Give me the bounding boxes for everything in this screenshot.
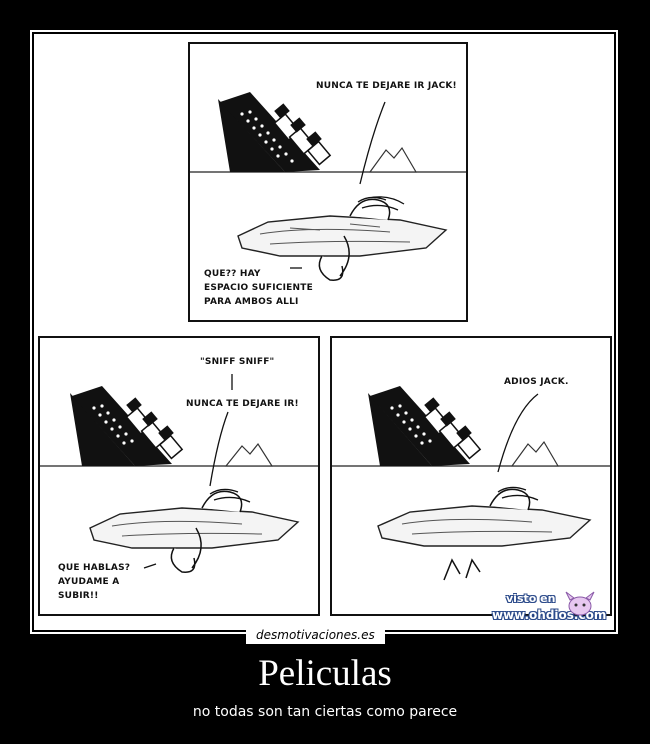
rose-speech-1: NUNCA TE DEJARE IR JACK! [316,81,457,91]
rose-character [489,488,531,511]
jack-speech-2-line-2: AYUDAME A [58,577,120,587]
jack-speech-2-line-1: QUE HABLAS? [58,563,131,573]
panel-1-illustration [190,92,466,281]
mascot-icon [565,591,595,616]
site-label: desmotivaciones.es [246,626,385,644]
jack-speech-1-line-3: PARA AMBOS ALLI [204,297,299,307]
jack-speech-2-line-3: SUBIR!! [58,591,99,601]
comic-panel-1: NUNCA TE DEJARE IR JACK! QUE?? HAY ESPAC… [188,42,468,322]
comic-panel-3: ADIOS JACK. [330,336,612,616]
jack-speech-1-line-2: ESPACIO SUFICIENTE [204,283,313,293]
jack-character [170,547,196,573]
rose-speech-2: NUNCA TE DEJARE IR! [186,399,299,409]
floating-door-raft [237,215,448,257]
jack-speech-1-line-1: QUE?? HAY [204,269,261,279]
panel-2-illustration [40,374,318,573]
iceberg-icon [224,442,274,467]
poster-title: Peliculas [258,653,392,694]
rose-character [201,490,243,513]
jack-character [318,255,344,281]
iceberg-icon [368,146,418,173]
sniff-sound: "SNIFF SNIFF" [200,357,275,367]
watermark-visto-text: visto en [506,592,556,605]
iceberg-icon [510,440,560,467]
floating-door-raft [377,505,592,547]
floating-door-raft [89,507,300,549]
comic-panel-2: "SNIFF SNIFF" NUNCA TE DEJARE IR! QUE HA… [38,336,320,616]
rose-speech-3: ADIOS JACK. [504,377,569,387]
rose-character [349,198,391,221]
poster-subtitle: no todas son tan ciertas como parece [192,704,458,720]
panel-3-illustration [332,386,610,581]
ohdios-watermark: visto en www.ohdios.com [490,588,610,628]
jack-sinking-hands [443,558,481,581]
